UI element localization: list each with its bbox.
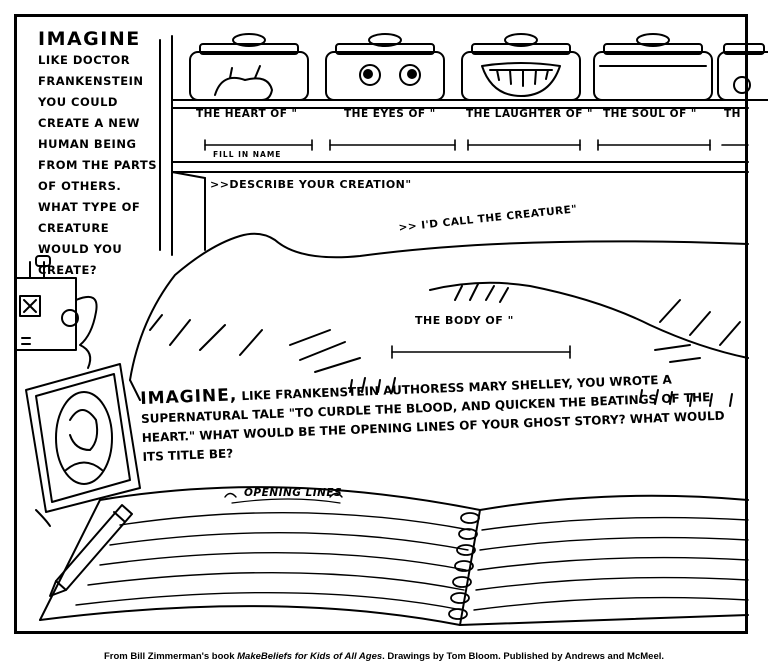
jar-soul bbox=[593, 33, 713, 101]
jar-label-partial: TH bbox=[724, 108, 741, 120]
electrical-machine bbox=[15, 255, 98, 369]
notebook-spiral bbox=[448, 512, 480, 620]
name-lines bbox=[204, 139, 749, 359]
pencil bbox=[49, 504, 133, 597]
jar-label-soul: THE SOUL OF " bbox=[603, 108, 697, 120]
portrait-frame bbox=[25, 363, 141, 527]
jar-label-laughter: THE LAUGHTER OF " bbox=[466, 108, 594, 120]
credit-book-title: MakeBeliefs for Kids of All Ages bbox=[237, 651, 383, 662]
jar-label-eyes: THE EYES OF " bbox=[344, 108, 436, 120]
credit-line: From Bill Zimmerman's book MakeBeliefs f… bbox=[0, 651, 768, 662]
jar-heart bbox=[189, 33, 309, 101]
imagine-intro-text: LIKE DOCTOR FRANKENSTEIN YOU COULD CREAT… bbox=[38, 53, 158, 277]
imagine-intro-title: IMAGINE bbox=[38, 28, 141, 50]
credit-suffix: . Drawings by Tom Bloom. Published by An… bbox=[382, 651, 665, 662]
jar-label-heart: THE HEART OF " bbox=[196, 108, 298, 120]
notebook bbox=[39, 486, 749, 626]
imagine-intro: IMAGINE LIKE DOCTOR FRANKENSTEIN YOU COU… bbox=[38, 28, 158, 281]
opening-lines-heading: OPENING LINES bbox=[244, 487, 343, 499]
describe-creation-prompt: >>DESCRIBE YOUR CREATION" bbox=[210, 178, 412, 191]
jar-partial bbox=[717, 43, 768, 101]
body-of-prompt: THE BODY OF " bbox=[415, 314, 514, 327]
creature-mound bbox=[129, 232, 749, 407]
jar-laughter bbox=[461, 33, 581, 101]
ghost-story-lead: IMAGINE, bbox=[139, 385, 238, 409]
credit-prefix: From Bill Zimmerman's book bbox=[103, 651, 238, 662]
activity-page-frame bbox=[14, 14, 748, 634]
fill-in-name-hint: FILL IN NAME bbox=[213, 150, 282, 159]
jar-eyes bbox=[325, 33, 445, 101]
